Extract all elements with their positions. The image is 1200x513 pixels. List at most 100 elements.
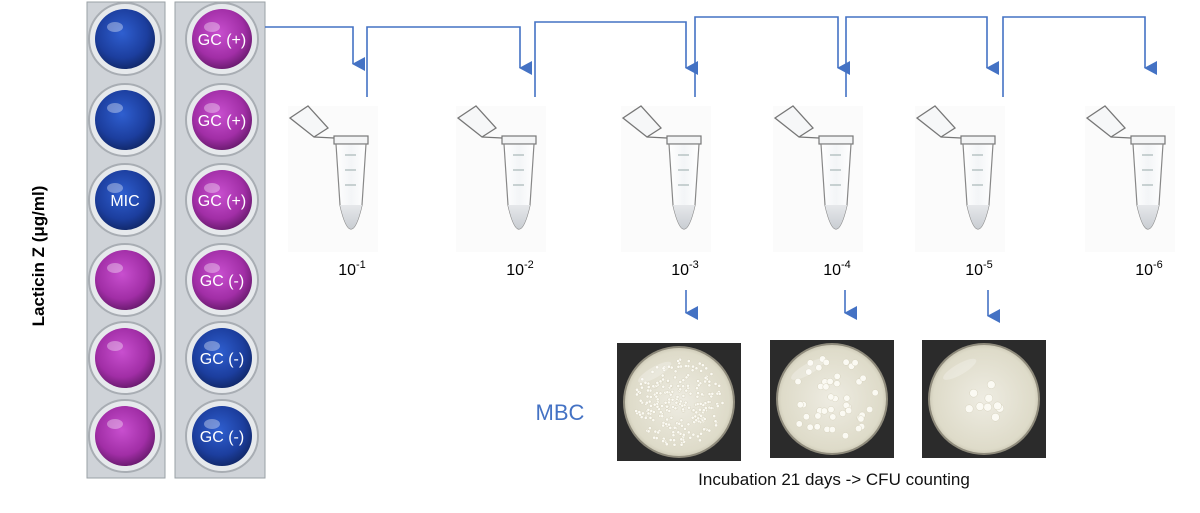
colony <box>659 411 662 414</box>
well-label: GC (+) <box>198 32 246 49</box>
colony <box>696 435 699 438</box>
colony <box>807 424 813 430</box>
colony <box>635 388 638 391</box>
colony <box>718 392 721 395</box>
colony <box>815 413 821 419</box>
colony <box>844 395 850 401</box>
colony <box>649 416 652 419</box>
colony <box>647 408 650 411</box>
colony <box>647 412 650 415</box>
colony <box>649 395 652 398</box>
colony <box>677 431 680 434</box>
colony <box>834 380 840 386</box>
colony <box>668 409 671 412</box>
colony <box>682 408 685 411</box>
incubation-caption: Incubation 21 days -> CFU counting <box>698 470 970 489</box>
colony <box>648 427 651 430</box>
transfer-arrow <box>535 22 686 97</box>
colony <box>675 401 678 404</box>
colony <box>827 378 833 384</box>
colony <box>695 367 698 370</box>
colony <box>659 392 662 395</box>
colony <box>700 393 703 396</box>
colony <box>991 413 999 421</box>
colony <box>698 408 701 411</box>
colony <box>647 430 650 433</box>
colony <box>829 426 835 432</box>
colony <box>687 359 690 362</box>
colony <box>708 384 711 387</box>
colony <box>687 423 690 426</box>
colony <box>858 416 864 422</box>
colony <box>714 420 717 423</box>
colony <box>687 406 690 409</box>
colony <box>702 409 705 412</box>
colony <box>685 376 688 379</box>
colony <box>661 374 664 377</box>
right-column-well: GC (-) <box>186 244 258 316</box>
colony <box>691 365 694 368</box>
colony <box>682 433 685 436</box>
dilution-label: 10-1 <box>338 259 366 279</box>
colony <box>685 389 688 392</box>
microtube: 10-6 <box>1085 106 1175 279</box>
colony <box>689 436 692 439</box>
colony <box>665 418 668 421</box>
colony <box>669 384 672 387</box>
colony <box>682 394 685 397</box>
colony <box>653 436 656 439</box>
right-column-well: GC (+) <box>186 3 258 75</box>
colony <box>696 403 699 406</box>
colony <box>669 438 672 441</box>
colony <box>672 434 675 437</box>
colony <box>655 391 658 394</box>
colony <box>698 439 701 442</box>
colony <box>680 419 683 422</box>
colony <box>680 443 683 446</box>
colony <box>708 429 711 432</box>
colony <box>711 392 714 395</box>
colony <box>673 426 676 429</box>
petri-dish-photo <box>617 343 741 461</box>
colony <box>645 401 648 404</box>
colony <box>828 394 834 400</box>
colony <box>672 431 675 434</box>
colony <box>652 419 655 422</box>
colony <box>696 392 699 395</box>
well-label: GC (+) <box>198 113 246 130</box>
colony <box>646 389 649 392</box>
colony <box>647 382 650 385</box>
colony <box>661 440 664 443</box>
dilution-connectors <box>265 17 1145 97</box>
colony <box>703 417 706 420</box>
colony <box>965 405 973 413</box>
petri-dish-photo <box>922 340 1046 458</box>
colony <box>677 365 680 368</box>
colony <box>691 369 694 372</box>
colony <box>656 405 659 408</box>
left-column-well <box>89 400 161 472</box>
colony <box>657 431 660 434</box>
colony <box>669 426 672 429</box>
transfer-arrow <box>367 27 520 97</box>
colony <box>676 395 679 398</box>
colony <box>679 400 682 403</box>
microtube: 10-5 <box>915 106 1005 279</box>
colony <box>830 414 836 420</box>
dilution-label: 10-2 <box>506 259 534 279</box>
colony <box>696 395 699 398</box>
transfer-arrow <box>1003 17 1145 97</box>
colony <box>840 410 846 416</box>
colony <box>662 424 665 427</box>
colony <box>814 424 820 430</box>
colony <box>679 380 682 383</box>
colony <box>710 406 713 409</box>
colony <box>716 404 719 407</box>
colony <box>647 385 650 388</box>
colony <box>796 421 802 427</box>
colony <box>721 401 724 404</box>
mbc-label: MBC <box>536 400 585 425</box>
colony <box>699 432 702 435</box>
colony <box>707 400 710 403</box>
